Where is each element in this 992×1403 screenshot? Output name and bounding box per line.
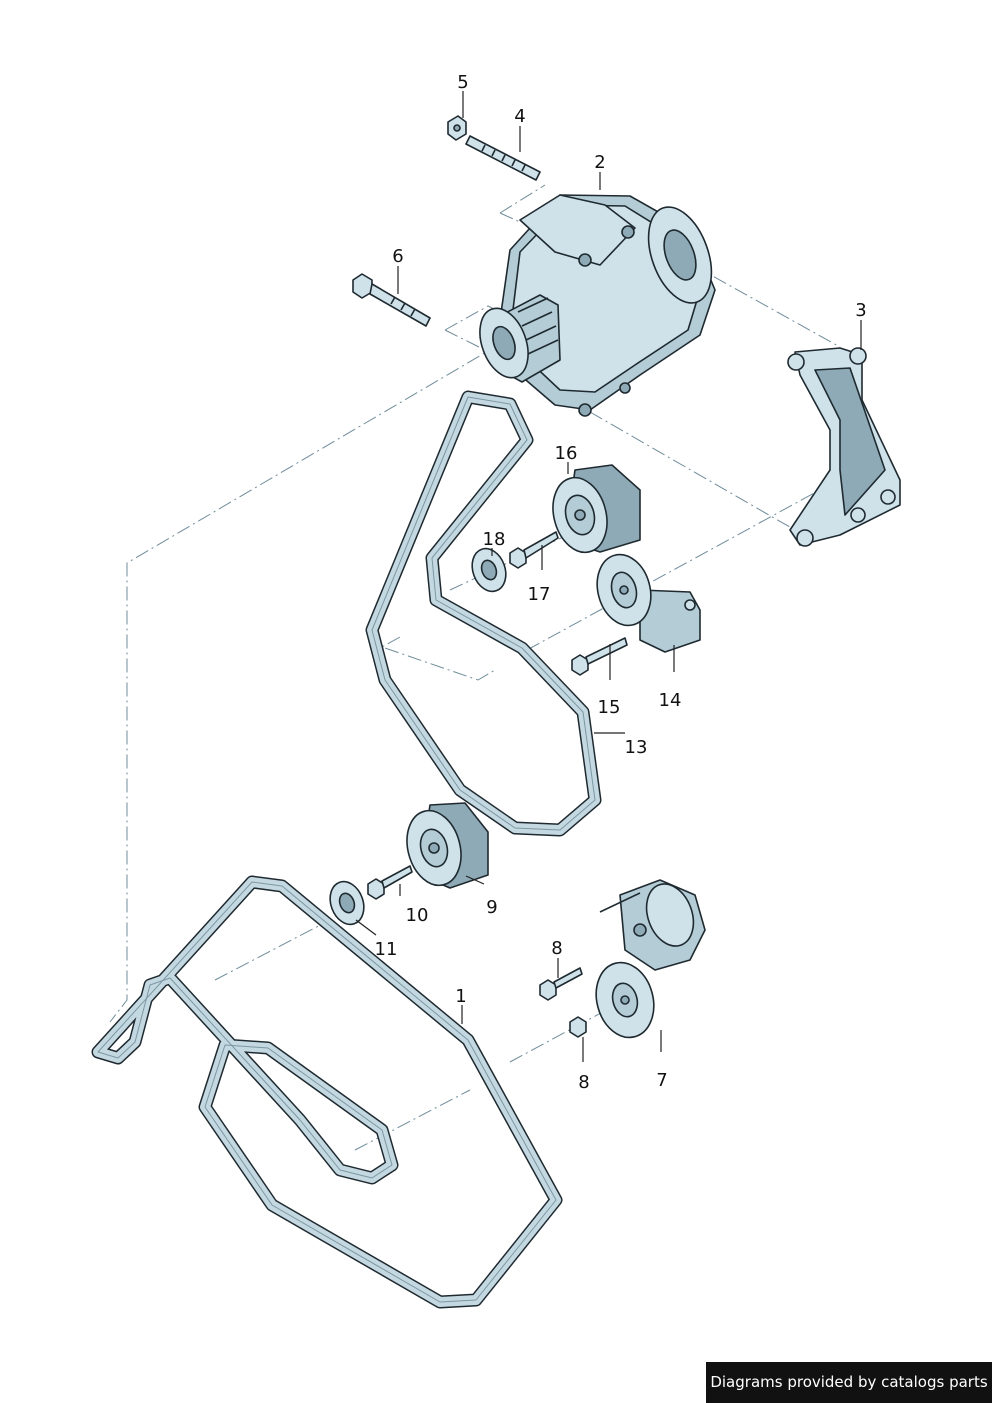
bolt-tensioner-upper (571, 637, 628, 676)
hex-nut (447, 115, 467, 141)
callout-10: 10 (406, 905, 429, 926)
ribbed-belt-upper (365, 390, 602, 837)
callout-14: 14 (659, 690, 682, 711)
callout-7: 7 (656, 1070, 667, 1091)
callout-8-lower: 8 (578, 1072, 589, 1093)
washer-upper (471, 547, 507, 593)
belt-tensioner-upper (596, 553, 701, 653)
short-bolt-lower (569, 1016, 587, 1038)
belt-tensioner-lower (595, 879, 706, 1039)
ribbed-belt-large (91, 875, 563, 1309)
leader-lines (355, 91, 862, 1062)
idler-pulley-lower (406, 802, 489, 889)
callout-1: 1 (455, 986, 466, 1007)
mounting-bracket (787, 347, 901, 547)
callout-8-upper: 8 (551, 938, 562, 959)
callout-4: 4 (514, 106, 525, 127)
washer-lower (329, 880, 365, 926)
callout-13: 13 (625, 737, 648, 758)
bolt-tensioner-lower (539, 967, 583, 1001)
callout-3: 3 (855, 300, 866, 321)
callout-2: 2 (594, 152, 605, 173)
callout-9: 9 (486, 897, 497, 918)
reference-lines (109, 184, 841, 1151)
hex-bolt-alternator (352, 273, 431, 327)
callout-11: 11 (375, 939, 398, 960)
callout-labels: 5 4 2 6 3 16 18 17 15 14 13 9 10 11 8 1 … (375, 72, 867, 1093)
callout-18: 18 (483, 529, 506, 550)
callout-17: 17 (528, 584, 551, 605)
idler-pulley-upper (552, 464, 641, 554)
callout-6: 6 (392, 246, 403, 267)
callout-5: 5 (457, 72, 468, 93)
callout-15: 15 (598, 697, 621, 718)
alternator (479, 194, 716, 417)
bolt-upper-idler (509, 531, 559, 569)
callout-16: 16 (555, 443, 578, 464)
footer-credit: Diagrams provided by catalogs parts (706, 1362, 992, 1403)
bolt-lower-idler (367, 865, 413, 900)
stud-bolt (465, 135, 541, 181)
